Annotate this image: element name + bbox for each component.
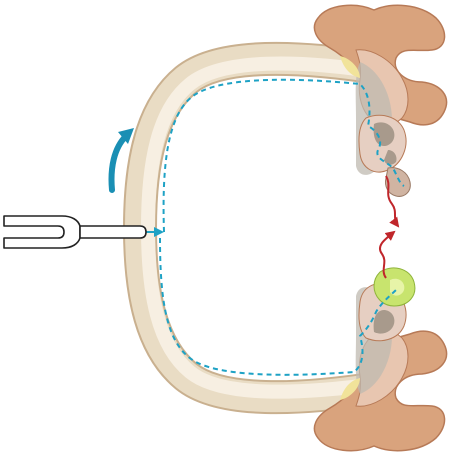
tuning-fork-prongs bbox=[4, 216, 80, 248]
upper-inner-ear bbox=[385, 168, 410, 197]
skull-inner-band bbox=[148, 63, 378, 391]
tuning-fork-stem bbox=[80, 226, 146, 238]
curved-arrow-icon bbox=[112, 136, 126, 190]
upper-ear-anatomy bbox=[314, 5, 446, 196]
lower-ear-anatomy bbox=[314, 268, 446, 451]
skull-section bbox=[140, 59, 378, 397]
